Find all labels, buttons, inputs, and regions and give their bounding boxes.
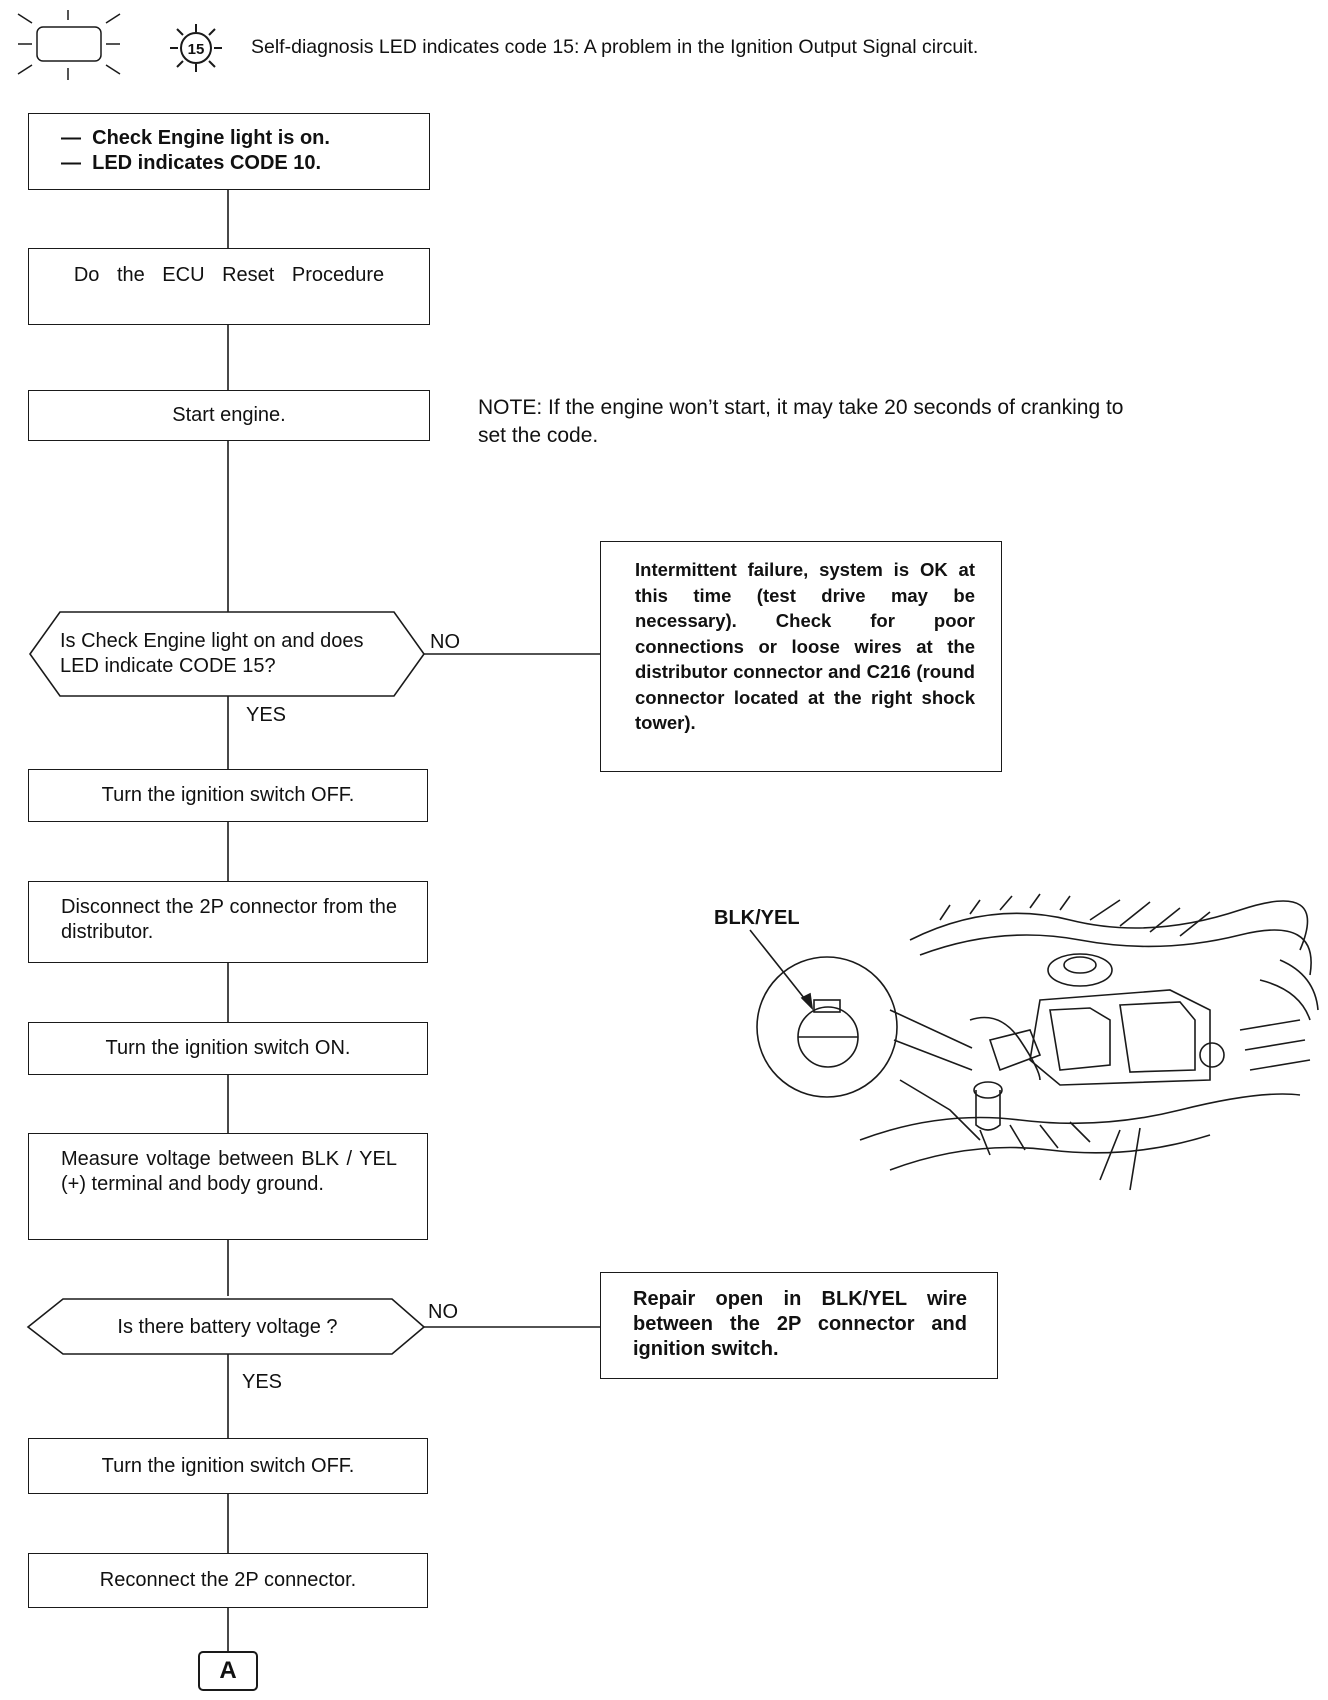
continue-connector-a: A [198,1651,258,1691]
decision-shape-1 [29,611,425,697]
blinking-led-icon [17,10,121,80]
led-code-badge: 15 [188,41,205,58]
step-ignition-off-1: Turn the ignition switch OFF. [28,769,428,822]
page-title: Self-diagnosis LED indicates code 15: A … [251,36,979,58]
step-start-engine: Start engine. [28,390,430,441]
question-2-yes-label: YES [242,1371,283,1393]
step-measure-voltage: Measure voltage between BLK / YEL (+) te… [28,1133,428,1240]
question-battery-voltage: Is there battery voltage ? [117,1315,338,1338]
start-condition-line: — Check Engine light is on. [61,127,330,149]
step-reconnect-2p: Reconnect the 2P connector. [28,1553,428,1608]
note-start-engine: NOTE: If the engine won’t start, it may … [478,396,1124,447]
step-disconnect-2p: Disconnect the 2P connector from the dis… [28,881,428,963]
start-condition-line: — LED indicates CODE 10. [61,152,322,174]
question-1-yes-label: YES [246,704,287,726]
step-ecu-reset: Do the ECU Reset Procedure [28,248,430,325]
wire-color-label: BLK/YEL [714,907,800,929]
decision-shape-2 [26,1298,426,1355]
led-code-burst-icon: 15 [170,24,222,72]
result-intermittent-failure: Intermittent failure, system is OK at th… [600,541,1002,772]
question-1-no-label: NO [430,631,460,653]
question-2-no-label: NO [428,1301,458,1323]
step-ignition-off-2: Turn the ignition switch OFF. [28,1438,428,1494]
result-repair-open: Repair open in BLK/YEL wire between the … [600,1272,998,1379]
start-condition-box: — Check Engine light is on. — LED indica… [28,113,430,190]
connector-location-illustration [749,893,1319,1191]
step-ignition-on: Turn the ignition switch ON. [28,1022,428,1075]
question-check-engine-code-15: Is Check Engine light on and does LED in… [60,630,364,677]
